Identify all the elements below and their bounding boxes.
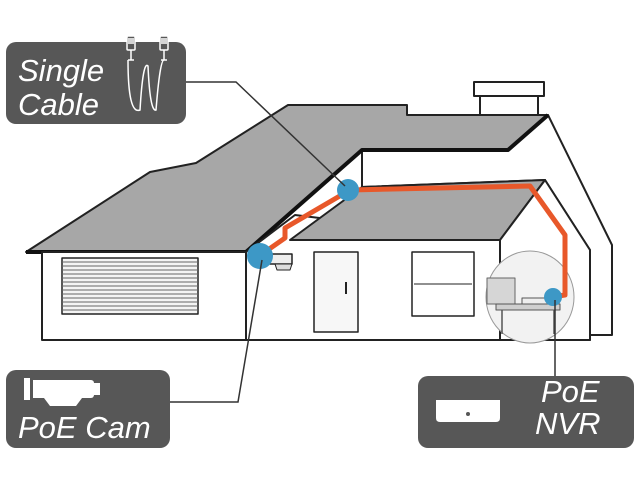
security-camera-icon [24,377,100,406]
poe-nvr-label-line1: PoE [541,374,600,409]
wall-camera [269,253,293,271]
poe-nvr-callout: PoE NVR [418,374,634,448]
cable-connectors-icon [126,35,169,112]
interior-cutaway [485,250,575,344]
single-cable-label-line1: Single [18,53,104,88]
poe-cam-callout: PoE Cam [6,370,170,448]
camera-connection-point [247,243,273,269]
chimney-cap [473,81,545,97]
single-cable-label-line2: Cable [18,87,99,122]
nvr-connection-point [544,288,562,306]
poe-cable-route [259,183,568,300]
garage-door [61,257,199,315]
leader-lines [170,81,556,403]
poe-nvr-label-line2: NVR [535,406,600,441]
house-illustration [25,81,613,344]
front-door [313,251,359,333]
nvr-box-icon [436,400,500,422]
poe-cam-label: PoE Cam [18,410,151,445]
single-cable-callout: Single Cable [6,35,186,124]
